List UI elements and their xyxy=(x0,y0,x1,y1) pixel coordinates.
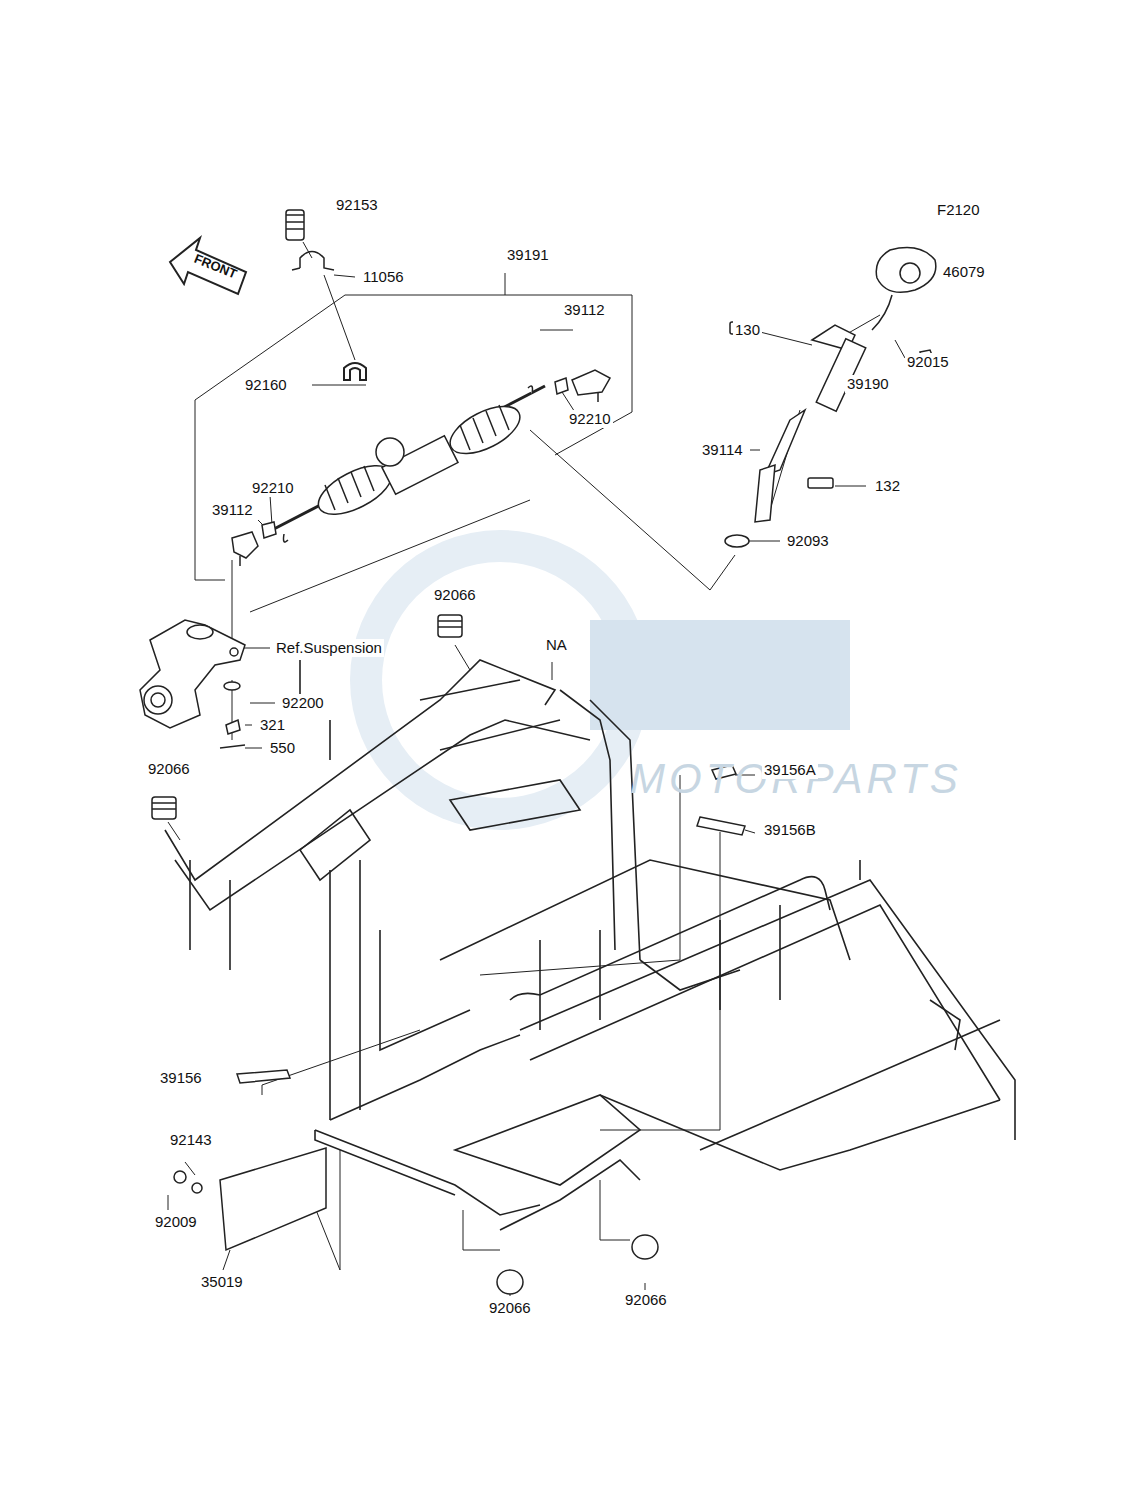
steering-rack xyxy=(232,370,610,566)
callout-number: 11056 xyxy=(361,268,406,286)
callout-number: 92160 xyxy=(243,376,289,394)
callout-number: 39191 xyxy=(505,246,551,264)
callout-number: 321 xyxy=(258,716,287,734)
callout-number: 92066 xyxy=(623,1291,669,1309)
leader-lines xyxy=(168,242,935,1296)
callout-number: 92143 xyxy=(168,1131,214,1149)
callout-number: 92009 xyxy=(153,1213,199,1231)
callout-number: 39112 xyxy=(562,301,607,319)
callout-number: 92066 xyxy=(432,586,478,604)
front-arrow xyxy=(170,238,246,294)
callout-number: 39114 xyxy=(700,441,745,459)
callout-number: 92210 xyxy=(250,479,296,497)
reference-note: Ref.Suspension xyxy=(274,639,384,657)
callout-number: 92153 xyxy=(334,196,380,214)
plug-caps xyxy=(152,615,658,1294)
frame-strips xyxy=(237,765,745,1083)
callout-number: 550 xyxy=(268,739,297,757)
figure-code: F2120 xyxy=(935,201,982,219)
callout-number: 92093 xyxy=(785,532,831,550)
callout-number: 132 xyxy=(873,477,902,495)
callout-number: 46079 xyxy=(941,263,987,281)
callout-number: 39156B xyxy=(762,821,818,839)
steering-column xyxy=(725,248,936,547)
callout-number: 130 xyxy=(733,321,762,339)
guard-plate xyxy=(174,1148,326,1250)
callout-number: 39190 xyxy=(845,375,891,393)
callout-number: 92015 xyxy=(905,353,951,371)
callout-number: 35019 xyxy=(199,1273,245,1291)
callout-number: 39156A xyxy=(762,761,818,779)
callout-number: 92066 xyxy=(146,760,192,778)
callout-number: 92200 xyxy=(280,694,326,712)
callout-number: 39156 xyxy=(158,1069,204,1087)
callout-number: 92210 xyxy=(567,410,613,428)
callout-number: 92066 xyxy=(487,1299,533,1317)
note-label: NA xyxy=(544,636,569,654)
vehicle-frame xyxy=(165,660,1015,1230)
steering-knuckle xyxy=(140,620,245,748)
callout-number: 39112 xyxy=(210,501,255,519)
